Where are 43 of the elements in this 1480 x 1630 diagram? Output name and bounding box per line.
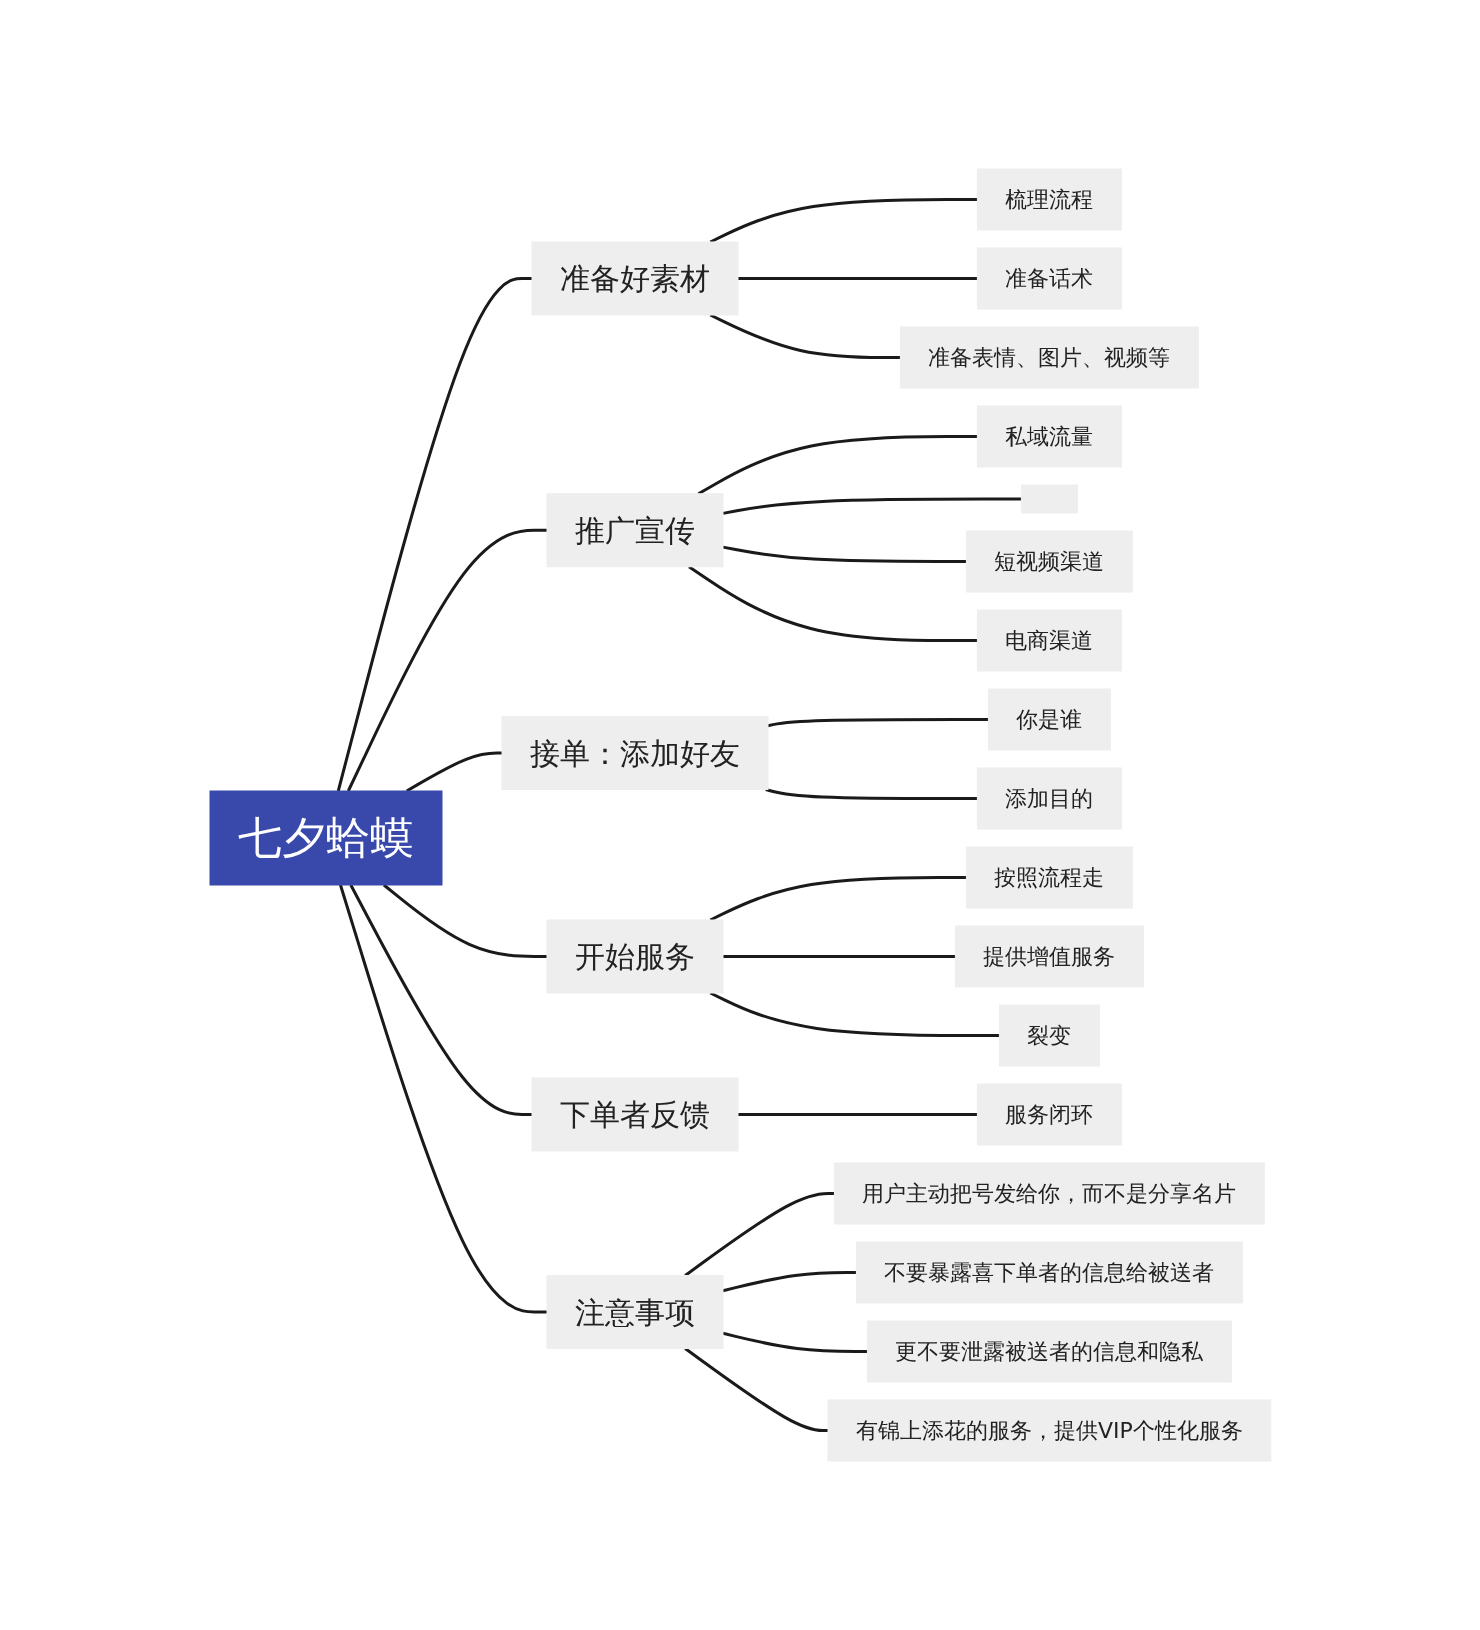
node-box: 私域流量 — [976, 405, 1122, 468]
connector — [687, 565, 977, 642]
node-box: 不要暴露喜下单者的信息给被送者 — [855, 1241, 1243, 1304]
connector — [722, 1331, 867, 1353]
connector — [722, 955, 955, 958]
connector — [405, 751, 502, 793]
node-box: 裂变 — [998, 1004, 1100, 1067]
connector — [767, 718, 988, 728]
node-box: 梳理流程 — [976, 168, 1122, 231]
node-box: 短视频渠道 — [965, 530, 1133, 593]
connector — [764, 788, 977, 800]
connector — [683, 1347, 828, 1432]
connector — [338, 884, 547, 1314]
node-box: 准备话术 — [976, 247, 1122, 310]
node-box: 服务闭环 — [976, 1083, 1122, 1146]
node-box: 提供增值服务 — [954, 925, 1144, 988]
node-box: 注意事项 — [546, 1275, 724, 1349]
connector — [737, 277, 977, 280]
node-box: 更不要泄露被送者的信息和隐私 — [866, 1320, 1232, 1383]
node-box: 按照流程走 — [965, 846, 1133, 909]
node-box: 准备表情、图片、视频等 — [899, 326, 1199, 389]
connector — [349, 884, 532, 1116]
node-box: 接单：添加好友 — [501, 716, 769, 790]
connector — [336, 277, 532, 792]
connector — [737, 1113, 977, 1116]
node-box: 你是谁 — [987, 688, 1111, 751]
node-box: 添加目的 — [976, 767, 1122, 830]
node-box — [1020, 484, 1078, 514]
connector — [709, 198, 977, 244]
node-box: 七夕蛤蟆 — [209, 790, 443, 886]
node-box: 推广宣传 — [546, 493, 724, 568]
connector — [683, 1192, 834, 1277]
node-box: 用户主动把号发给你，而不是分享名片 — [833, 1162, 1265, 1225]
connector — [346, 528, 547, 792]
node-box: 有锦上添花的服务，提供VIP个性化服务 — [827, 1399, 1271, 1462]
connector — [722, 545, 966, 563]
connector — [709, 876, 966, 922]
node-box: 开始服务 — [546, 919, 724, 994]
connector — [722, 497, 1021, 515]
node-box: 准备好素材 — [531, 241, 739, 316]
node-box: 电商渠道 — [976, 609, 1122, 672]
connector — [722, 1271, 856, 1293]
node-box: 下单者反馈 — [531, 1077, 739, 1152]
